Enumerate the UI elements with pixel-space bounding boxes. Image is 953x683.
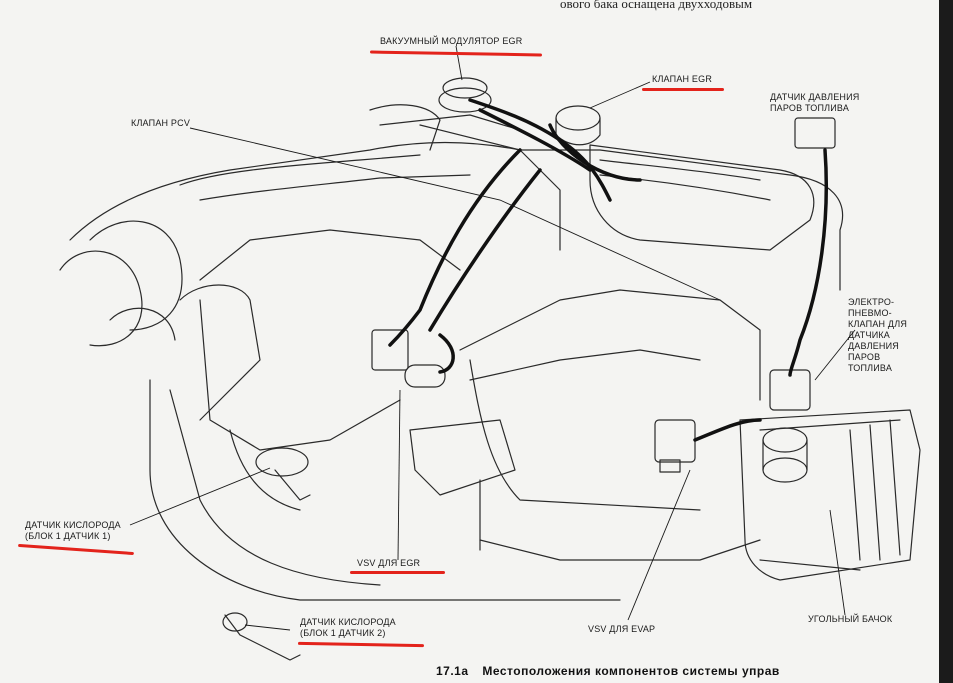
figure-caption: 17.1а Местоположения компонентов системы… xyxy=(436,664,780,678)
label-vsv-egr: VSV ДЛЯ EGR xyxy=(357,558,421,568)
label-egr-vacuum-modulator: ВАКУУМНЫЙ МОДУЛЯТОР EGR xyxy=(380,36,523,46)
label-pcv-valve: КЛАПАН PCV xyxy=(131,118,191,128)
label-oxygen-sensor-1: ДАТЧИК КИСЛОРОДА (БЛОК 1 ДАТЧИК 1) xyxy=(25,520,121,541)
highlight-vsv-egr xyxy=(350,571,445,574)
label-egr-valve: КЛАПАН EGR xyxy=(652,74,713,84)
highlight-egr-valve xyxy=(642,88,724,91)
caption-number: 17.1а xyxy=(436,664,469,678)
label-electro-pneumatic-valve: ЭЛЕКТРО- ПНЕВМО- КЛАПАН ДЛЯ ДАТЧИКА ДАВЛ… xyxy=(848,297,908,373)
label-oxygen-sensor-2: ДАТЧИК КИСЛОРОДА (БЛОК 1 ДАТЧИК 2) xyxy=(300,617,396,638)
label-charcoal-canister: УГОЛЬНЫЙ БАЧОК xyxy=(808,614,893,624)
header-text: ового бака оснащена двухходовым xyxy=(560,0,753,11)
label-vsv-evap: VSV ДЛЯ EVAP xyxy=(588,624,656,634)
caption-text: Местоположения компонентов системы управ xyxy=(482,664,780,678)
label-fuel-vapor-pressure-sensor: ДАТЧИК ДАВЛЕНИЯ ПАРОВ ТОПЛИВА xyxy=(770,92,860,113)
page-edge-shadow xyxy=(939,0,953,683)
